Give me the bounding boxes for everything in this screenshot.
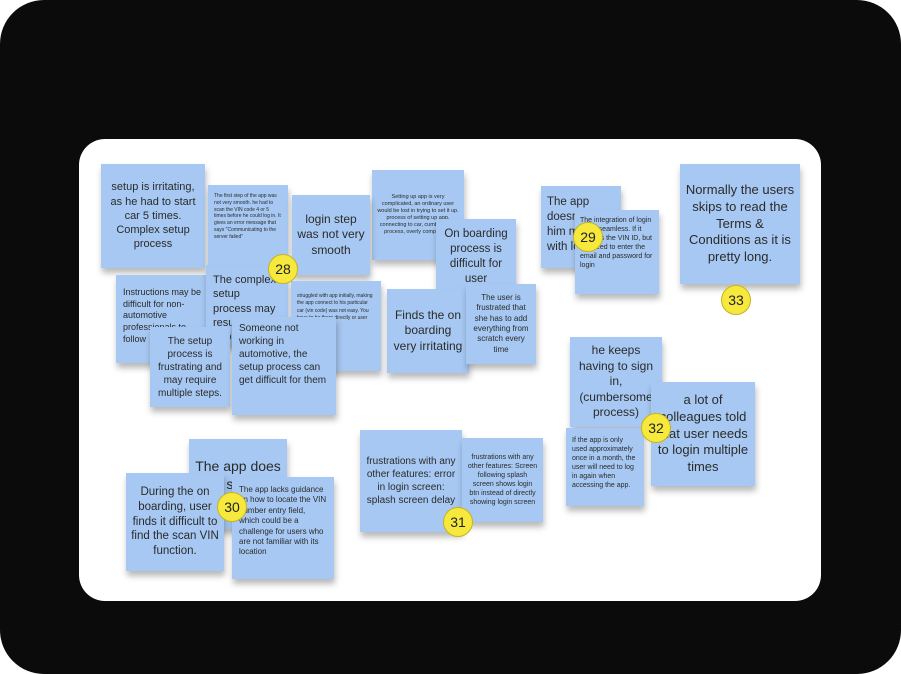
sticky-note[interactable]: Finds the on boarding very irritating <box>387 289 469 373</box>
sticky-note-text: The integration of login is not seamless… <box>580 217 653 270</box>
sticky-note-text: setup is irritating, as he had to start … <box>110 181 196 251</box>
cluster-number-badge[interactable]: 31 <box>443 507 473 537</box>
sticky-note[interactable]: The user is frustrated that she has to a… <box>466 284 536 364</box>
sticky-note-text: The user is frustrated that she has to a… <box>473 292 529 354</box>
sticky-note-text: On boarding process is difficult for use… <box>444 228 508 285</box>
sticky-note[interactable]: If the app is only used approximately on… <box>566 428 644 506</box>
sticky-note[interactable]: login step was not very smooth <box>292 195 370 275</box>
sticky-note-text: he keeps having to sign in, (cumbersome … <box>578 343 654 420</box>
sticky-note[interactable]: he keeps having to sign in, (cumbersome … <box>570 337 662 427</box>
cluster-number-badge[interactable]: 33 <box>721 285 751 315</box>
sticky-note-text: login step was not very smooth <box>297 211 365 257</box>
sticky-note[interactable]: Instructions may be difficult for non-au… <box>116 275 214 363</box>
sticky-note-text: a lot of colleagues told that user needs… <box>657 391 749 475</box>
sticky-note[interactable]: The first step of the app was not very s… <box>208 185 288 267</box>
cluster-number-badge[interactable]: 32 <box>641 413 671 443</box>
sticky-note-text: The first step of the app was not very s… <box>214 193 281 240</box>
sticky-note-text: The setup process is frustrating and may… <box>158 335 222 399</box>
cluster-number-badge[interactable]: 28 <box>268 254 298 284</box>
sticky-note[interactable]: Normally the users skips to read the Ter… <box>680 164 800 284</box>
sticky-note-text: Someone not working in automotive, the s… <box>239 323 327 386</box>
sticky-note[interactable]: The setup process is frustrating and may… <box>150 327 230 407</box>
sticky-note[interactable]: On boarding process is difficult for use… <box>436 219 516 295</box>
sticky-note-text: Setting up app is very complicated, an o… <box>377 193 459 236</box>
sticky-note-text: Finds the on boarding very irritating <box>393 307 463 353</box>
cluster-number-badge[interactable]: 29 <box>573 222 603 252</box>
whiteboard-canvas: setup is irritating, as he had to start … <box>79 139 821 601</box>
sticky-note-text: frustrations with any other features: er… <box>366 456 456 506</box>
sticky-note-text: The app lacks guidance on how to locate … <box>239 485 327 557</box>
sticky-note[interactable]: The app lacks guidance on how to locate … <box>232 477 334 579</box>
sticky-note[interactable]: setup is irritating, as he had to start … <box>101 164 205 268</box>
sticky-note-text: If the app is only used approximately on… <box>572 437 636 490</box>
sticky-note[interactable]: a lot of colleagues told that user needs… <box>651 382 755 486</box>
cluster-number-badge[interactable]: 30 <box>217 492 247 522</box>
sticky-note[interactable]: frustrations with any other features: Sc… <box>462 438 543 522</box>
sticky-note[interactable]: Someone not working in automotive, the s… <box>232 317 336 415</box>
sticky-note[interactable]: frustrations with any other features: er… <box>360 430 462 532</box>
sticky-note-text: Normally the users skips to read the Ter… <box>685 181 795 265</box>
sticky-note[interactable]: During the on boarding, user finds it di… <box>126 473 224 571</box>
sticky-note-text: During the on boarding, user finds it di… <box>131 485 219 558</box>
sticky-note-text: frustrations with any other features: Sc… <box>467 453 538 507</box>
